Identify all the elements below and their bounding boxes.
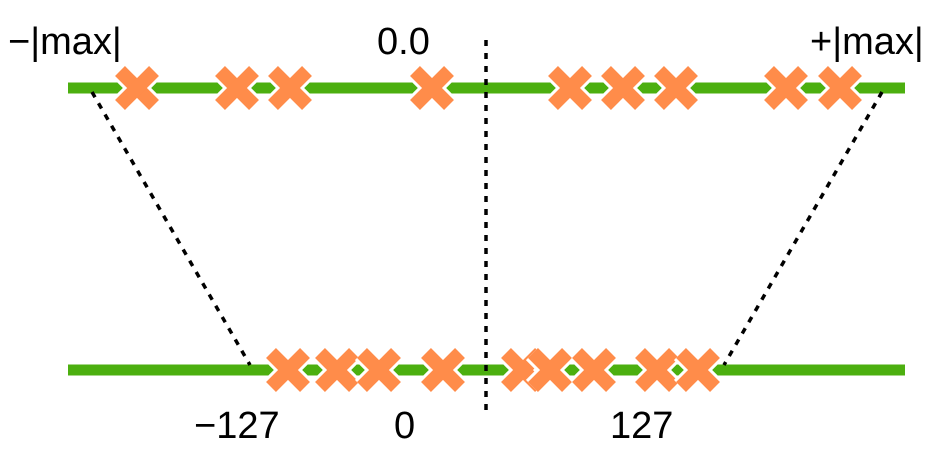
x-mark-icon bbox=[407, 63, 457, 113]
label-neg-max: −|max| bbox=[8, 21, 122, 63]
x-mark-icon bbox=[598, 63, 648, 113]
x-mark-icon bbox=[761, 63, 811, 113]
right-mapping-line bbox=[722, 91, 884, 366]
label-zero-float: 0.0 bbox=[377, 21, 430, 63]
x-mark-icon bbox=[651, 63, 701, 113]
markers-group bbox=[112, 63, 865, 395]
x-mark-icon bbox=[265, 63, 315, 113]
label-pos-max: +|max| bbox=[810, 21, 924, 63]
x-mark-icon bbox=[545, 63, 595, 113]
x-mark-icon bbox=[673, 345, 723, 395]
x-mark-icon bbox=[418, 345, 468, 395]
x-mark-icon bbox=[312, 345, 362, 395]
label-zero-int: 0 bbox=[394, 405, 415, 447]
left-mapping-line bbox=[90, 91, 252, 366]
label-neg-127: −127 bbox=[194, 405, 280, 447]
x-mark-icon bbox=[815, 63, 865, 113]
x-mark-icon bbox=[263, 345, 313, 395]
label-pos-127: 127 bbox=[610, 405, 673, 447]
x-mark-icon bbox=[112, 63, 162, 113]
x-mark-icon bbox=[632, 345, 682, 395]
x-mark-icon bbox=[525, 345, 575, 395]
x-mark-icon bbox=[212, 63, 262, 113]
x-mark-icon bbox=[569, 345, 619, 395]
x-mark-icon bbox=[354, 345, 404, 395]
